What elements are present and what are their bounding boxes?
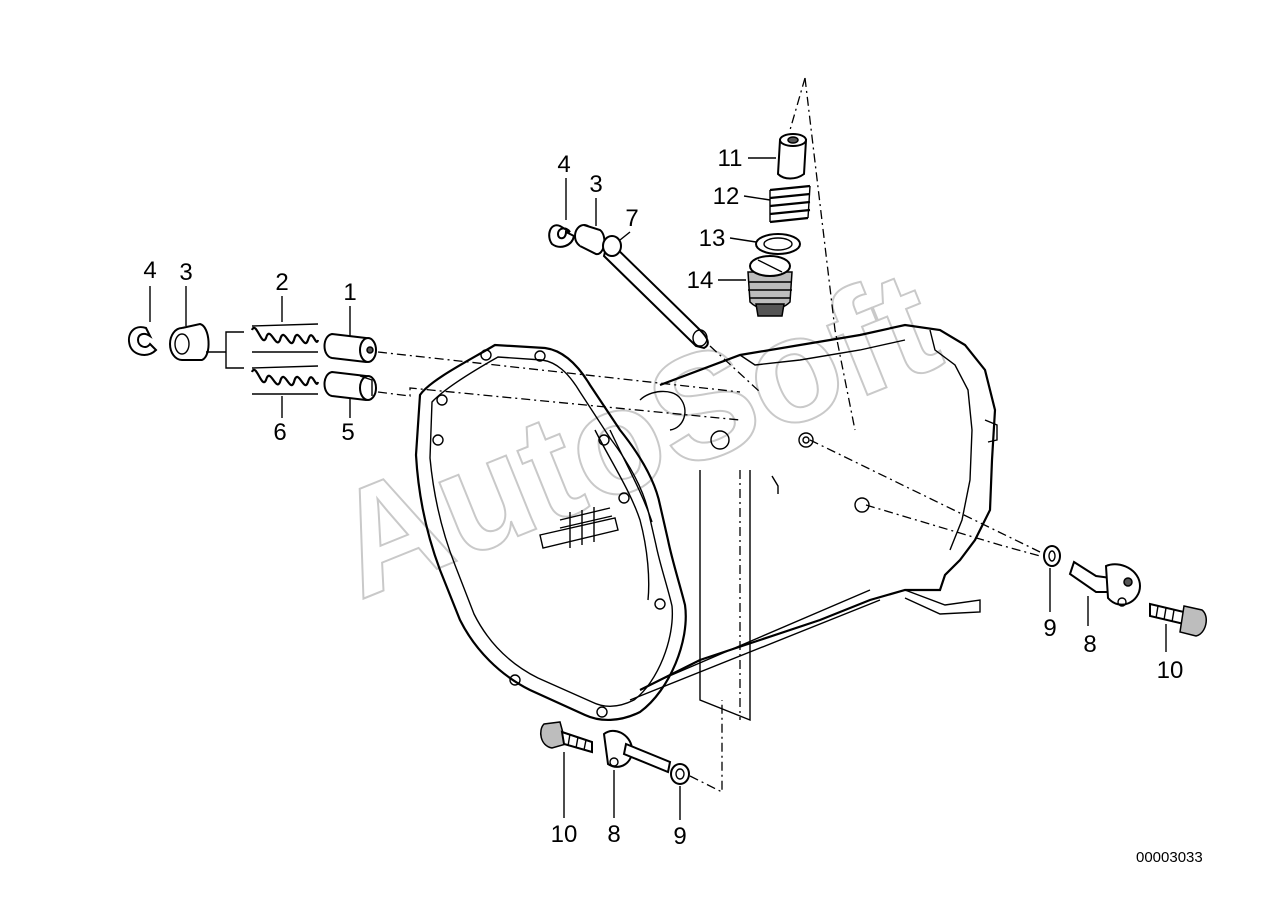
watermark: AutoSoft — [308, 236, 960, 631]
washer-part-9-bottom — [670, 763, 690, 785]
hex-bolt-part-10-bottom — [539, 721, 593, 754]
spring-part-6 — [250, 365, 320, 395]
label-bottom-10: 10 — [551, 821, 578, 848]
sleeve-part-3 — [169, 322, 210, 361]
spring-part-12 — [769, 184, 811, 224]
plunger-part-1 — [323, 332, 377, 364]
label-left-5: 5 — [341, 419, 354, 446]
label-top-11: 11 — [718, 145, 743, 172]
label-right-9: 9 — [1043, 615, 1056, 642]
label-right-10: 10 — [1157, 657, 1184, 684]
label-right-8: 8 — [1083, 631, 1096, 658]
left-parts-group — [128, 322, 741, 421]
watermark-text: AutoSoft — [309, 237, 959, 630]
top-pin-group — [548, 224, 761, 393]
circlip-part-4-top — [548, 224, 576, 248]
transmission-housing — [414, 323, 998, 722]
label-left-4: 4 — [143, 257, 156, 284]
label-top-4: 4 — [557, 151, 570, 178]
top-plug-group — [747, 77, 856, 431]
label-bottom-9: 9 — [673, 823, 686, 850]
plunger-part-11 — [776, 133, 808, 180]
label-left-6: 6 — [273, 419, 286, 446]
reference-number: 00003033 — [1136, 849, 1203, 866]
label-top-14: 14 — [687, 267, 714, 294]
guide-bolt-part-8-bottom — [602, 729, 672, 774]
screw-plug-part-14 — [747, 255, 793, 317]
circlip-part-4 — [128, 326, 158, 356]
label-left-1: 1 — [343, 279, 356, 306]
seal-ring-part-13 — [755, 233, 801, 255]
label-top-7: 7 — [625, 205, 638, 232]
label-left-3: 3 — [179, 259, 192, 286]
plunger-part-5 — [323, 370, 377, 402]
right-bolt-group — [809, 439, 1208, 637]
part-labels: 4 3 2 1 6 5 4 3 7 11 12 13 14 9 8 10 10 … — [143, 145, 1202, 866]
guide-bolt-part-8-right — [1068, 560, 1142, 607]
label-top-12: 12 — [713, 183, 740, 210]
sleeve-part-3-top — [574, 224, 606, 256]
label-bottom-8: 8 — [607, 821, 620, 848]
hex-bolt-part-10-right — [1149, 602, 1208, 637]
label-top-3: 3 — [589, 171, 602, 198]
label-left-2: 2 — [275, 269, 288, 296]
pin-part-7 — [602, 235, 709, 350]
leader-lines — [149, 157, 1167, 820]
label-top-13: 13 — [699, 225, 726, 252]
spring-part-2 — [250, 323, 320, 353]
bottom-bolt-group — [539, 700, 723, 794]
washer-part-9-right — [1043, 545, 1061, 567]
